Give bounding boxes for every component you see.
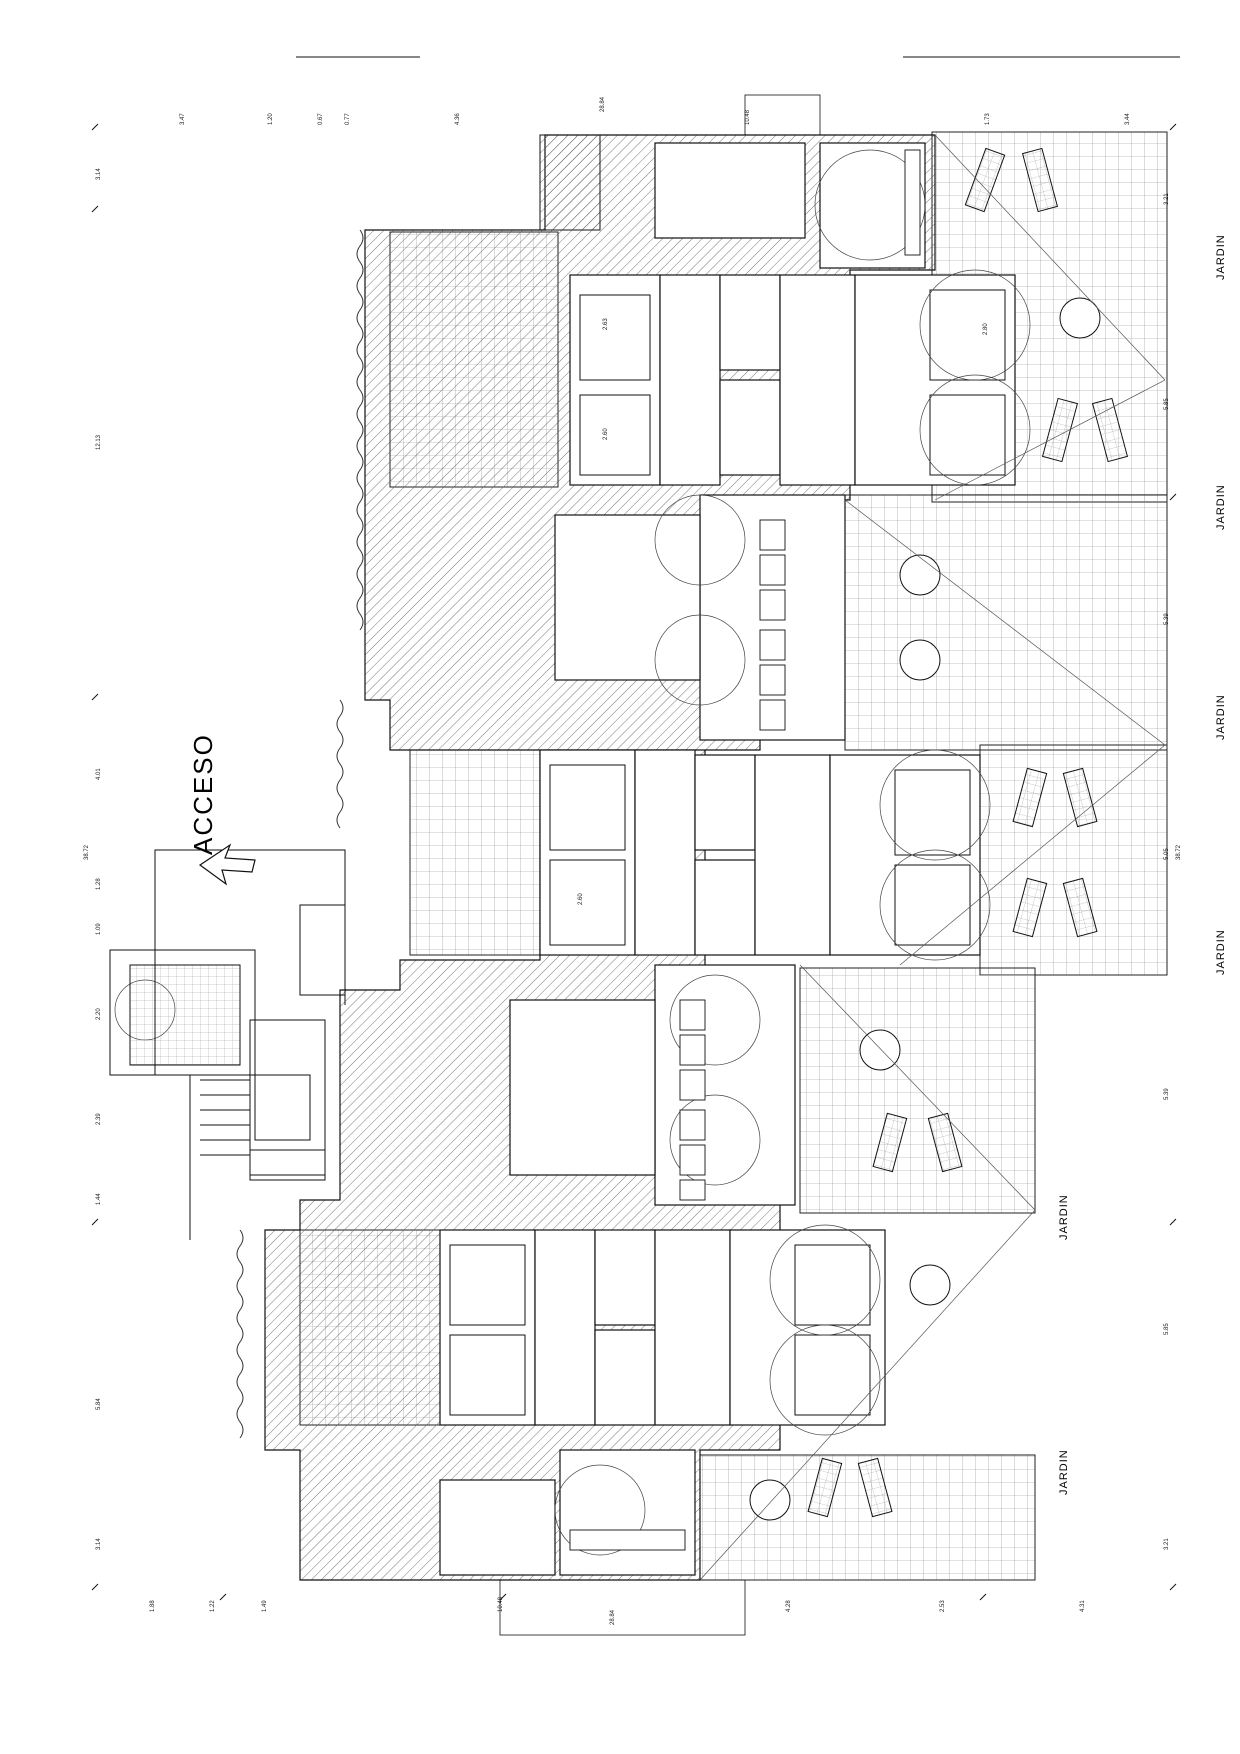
garden-tables [749,297,1101,1521]
bed-area-a: 2.63 [603,318,609,330]
plant-hedges [236,229,364,1439]
dim-right-5: 5.39 [1164,1088,1170,1100]
dim-top-5: 28.84 [600,96,606,112]
access-label: ACCESO [188,733,218,855]
dim-top-7: 1.73 [985,113,991,125]
dim-top-3: 0.67 [318,113,324,125]
dim-right-2: 5.39 [1164,613,1170,625]
garden-label-5: JARDIN [1058,1194,1070,1240]
dim-bottom-4: 28.84 [610,1609,616,1625]
garden-label-2: JARDIN [1215,484,1227,530]
access-arrow [198,843,256,886]
entrance-frames [499,94,821,1636]
dim-bottom-6: 2.53 [940,1600,946,1612]
dim-right-7: 3.21 [1164,1538,1170,1550]
dim-left-4: 1.28 [96,878,102,890]
garden-label-4: JARDIN [1215,929,1227,975]
dim-left-10: 3.14 [96,1538,102,1550]
dim-left-9: 5.84 [96,1398,102,1410]
dim-bottom-7: 4.31 [1080,1600,1086,1612]
dim-top-1: 1.20 [268,113,274,125]
dim-left-7: 2.39 [96,1113,102,1125]
bed-area-c: 2.60 [578,893,584,905]
sofas [569,149,921,1551]
dim-top-4: 4.36 [455,113,461,125]
dim-right-3: 5.05 [1164,848,1170,860]
dim-top-8: 3.44 [1125,113,1131,125]
dim-left-8: 1.44 [96,1193,102,1205]
bed-area-d: 2.80 [983,323,989,335]
dim-top-2: 0.77 [345,113,351,125]
dim-bottom-5: 4.28 [786,1600,792,1612]
dim-left-5: 1.09 [96,923,102,935]
dim-left-6: 2.20 [96,1008,102,1020]
garden-diagonals [699,134,1166,1581]
dimension-ticks [91,123,1177,1601]
dim-bottom-2: 1.49 [262,1600,268,1612]
bed-area-b: 2.60 [603,428,609,440]
dim-right-1: 5.85 [1164,398,1170,410]
stair-area [109,849,346,1240]
dim-right-0: 3.21 [1164,193,1170,205]
dim-bottom-1: 1.22 [210,1600,216,1612]
beds [449,289,1006,1416]
dim-right-6: 5.85 [1164,1323,1170,1335]
dim-bottom-0: 1.88 [150,1600,156,1612]
dim-left-1: 12.13 [96,434,102,450]
dim-left-2: 4.01 [96,768,102,780]
garden-label-3: JARDIN [1215,694,1227,740]
garden-label-6: JARDIN [1058,1449,1070,1495]
room-interiors [439,142,1016,1576]
dim-top-6: 10.48 [745,109,751,125]
garden-label-1: JARDIN [1215,234,1227,280]
sun-loungers [807,147,1129,1518]
dim-left-0: 3.14 [96,168,102,180]
door-swings [114,149,1031,1556]
dim-left-3: 38.72 [84,844,90,860]
dim-top-0: 3.47 [180,113,186,125]
dim-bottom-3: 10.48 [498,1596,504,1612]
dim-right-4: 38.72 [1176,844,1182,860]
